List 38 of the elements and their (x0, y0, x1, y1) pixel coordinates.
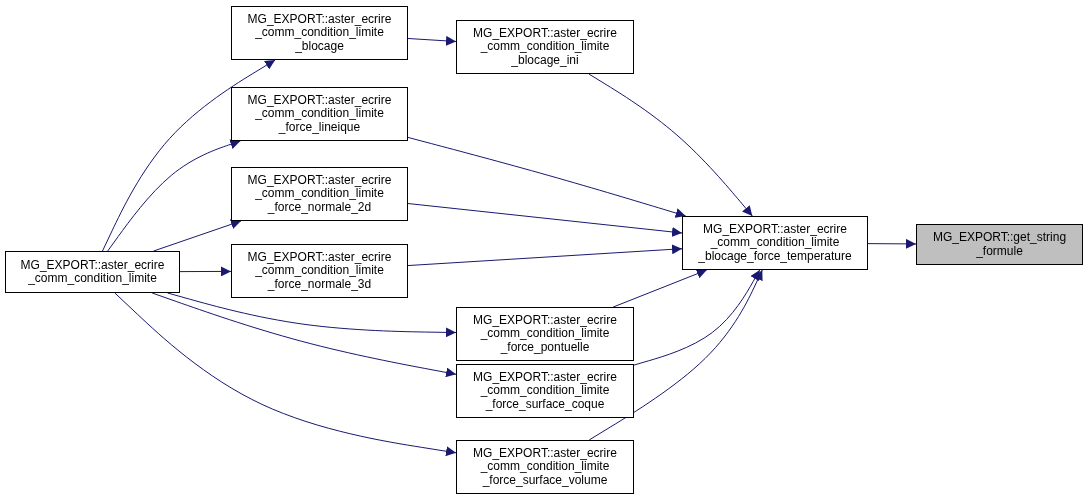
function-name: MG_EXPORT::aster_ecrire _comm_condition_limite _blocage (246, 12, 393, 54)
function-box (456, 440, 634, 494)
arrow (588, 73, 753, 217)
function-box (231, 167, 408, 221)
arrow (612, 269, 708, 308)
function-name: MG_EXPORT::aster_ecrire _comm_condition_limite _force_normale_2d (246, 173, 393, 215)
arrow (407, 203, 683, 237)
function-name: MG_EXPORT::aster_ecrire _comm_condition_limite _force_surface_coque (472, 370, 618, 412)
function-box (231, 244, 408, 298)
function-box (456, 307, 634, 361)
arrow (588, 269, 763, 441)
function-name: MG_EXPORT::aster_ecrire _comm_condition_limite _force_normale_3d (246, 250, 393, 292)
function-name: MG_EXPORT::aster_ecrire _comm_condition_limite _blocage_ini (472, 26, 618, 68)
arrow (153, 219, 242, 252)
arrow (107, 139, 241, 252)
arrow (167, 292, 457, 338)
arrow (633, 269, 761, 366)
arrow (102, 59, 276, 252)
arrow (179, 266, 232, 277)
function-box (231, 6, 408, 60)
arrow (407, 244, 683, 267)
arrow (114, 292, 457, 457)
arrow (407, 136, 687, 218)
arrow (407, 35, 457, 46)
function-name: MG_EXPORT::aster_ecrire _comm_condition_limite _blocage_force_temperature (697, 222, 853, 264)
arrow (151, 292, 457, 378)
function-name: MG_EXPORT::aster_ecrire _comm_condition_limite _force_lineique (246, 93, 393, 135)
function-box (231, 87, 408, 141)
function-name: MG_EXPORT::aster_ecrire _comm_condition_limite (19, 258, 166, 286)
highlighted-function-box (916, 224, 1083, 265)
function-box (456, 20, 634, 74)
function-name: MG_EXPORT::aster_ecrire _comm_condition_limite _force_pontuelle (472, 313, 618, 355)
function-name: MG_EXPORT::get_string _formule (931, 231, 1068, 258)
function-box (5, 251, 180, 293)
function-box (456, 364, 634, 418)
function-name: MG_EXPORT::aster_ecrire _comm_condition_limite _force_surface_volume (472, 446, 618, 488)
function-box (682, 216, 868, 270)
arrow (867, 238, 917, 249)
